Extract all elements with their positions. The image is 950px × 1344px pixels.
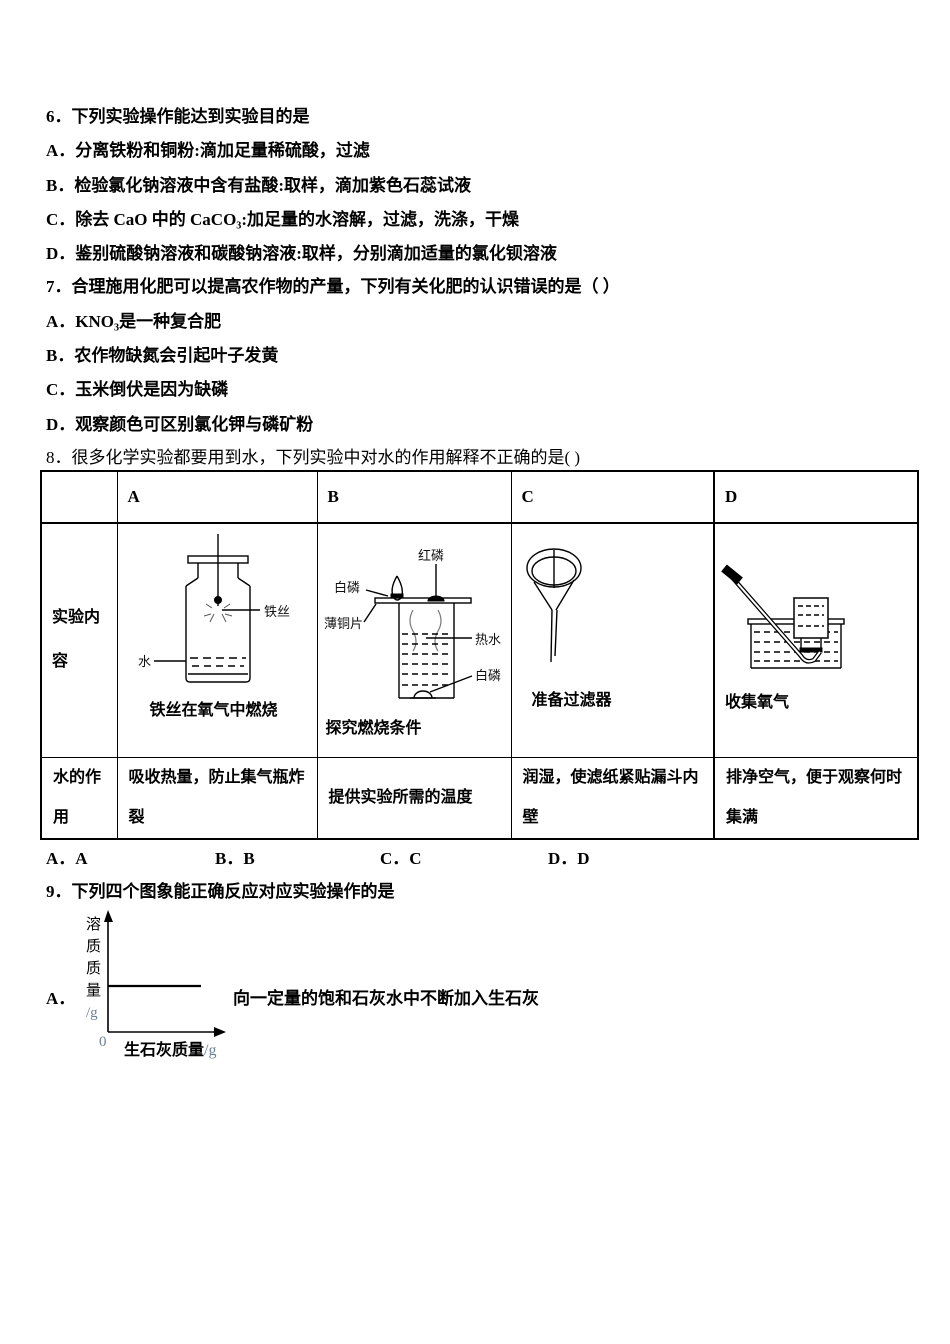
label-red-phosphorus: 红磷 [418, 548, 444, 564]
q8-answer-b: B．B [215, 849, 255, 868]
question-7-option-a: A．KNO₃是一种复合肥 [46, 312, 222, 331]
q8-cell-experiment-b: 红磷 白磷 薄铜片 [316, 522, 512, 758]
q8-table-corner-cell [40, 470, 118, 524]
q8-table-header-b: B [316, 470, 512, 524]
question-9-title: 9．下列四个图象能正确反应对应实验操作的是 [46, 882, 395, 901]
caption-a: 铁丝在氧气中燃烧 [149, 702, 278, 720]
q8-cell-experiment-c: 准备过滤器 [510, 522, 715, 758]
diagram-combustion-conditions-icon: 红磷 白磷 薄铜片 [324, 548, 501, 699]
q9-x-axis-label: 生石灰质量/g [124, 1036, 216, 1060]
q8-water-role-d: 排净空气，便于观察何时集满 [713, 756, 919, 840]
q8-answer-a: A．A [46, 849, 88, 868]
q8-table: A B C D 实验内容 [40, 470, 919, 840]
q9-x-axis-label-text: 生石灰质量 [124, 1042, 205, 1059]
diagram-iron-wire-burning-icon: 铁丝 水 [138, 534, 290, 683]
q8-water-role-c: 润湿，使滤纸紧贴漏斗内壁 [510, 756, 715, 840]
q8-table-header-a: A [116, 470, 318, 524]
caption-b: 探究燃烧条件 [325, 720, 422, 738]
q8-table-header-c: C [510, 470, 715, 524]
label-hot-water: 热水 [475, 633, 501, 648]
question-6-option-a: A．分离铁粉和铜粉:滴加足量稀硫酸，过滤 [46, 141, 370, 160]
question-6-option-b: B．检验氯化钠溶液中含有盐酸:取样，滴加紫色石蕊试液 [46, 176, 471, 195]
question-6-option-c: C．除去 CaO 中的 CaCO₃:加足量的水溶解，过滤，洗涤，干燥 [46, 210, 520, 229]
question-7-option-c: C．玉米倒伏是因为缺磷 [46, 380, 229, 399]
q8-cell-experiment-a: 铁丝 水 铁丝在氧气中燃烧 [116, 522, 318, 758]
diagram-funnel-icon [525, 548, 582, 663]
q8-row-label-water-role: 水的作用 [40, 756, 118, 840]
diagram-oxygen-collection-icon [721, 564, 845, 669]
q9-option-a-description: 向一定量的饱和石灰水中不断加入生石灰 [233, 989, 539, 1008]
q8-answer-c: C．C [380, 849, 422, 868]
q9-chart-axes [104, 910, 226, 1037]
question-8-title: 8．很多化学实验都要用到水，下列实验中对水的作用解释不正确的是( ) [46, 448, 581, 467]
q9-origin-label: 0 [99, 1034, 107, 1050]
caption-c: 准备过滤器 [531, 692, 612, 710]
q8-cell-experiment-d: 收集氧气 [713, 522, 919, 758]
label-white-phosphorus-top: 白磷 [334, 580, 360, 596]
question-6-title: 6．下列实验操作能达到实验目的是 [46, 107, 310, 126]
q8-water-role-a: 吸收热量，防止集气瓶炸裂 [116, 756, 318, 840]
q8-water-role-b: 提供实验所需的温度 [316, 756, 512, 840]
question-7-option-d: D．观察颜色可区别氯化钾与磷矿粉 [46, 415, 314, 434]
label-copper-sheet: 薄铜片 [324, 617, 363, 632]
q9-y-axis-unit: /g [86, 1005, 98, 1021]
label-white-phosphorus-bottom: 白磷 [475, 668, 501, 684]
q9-y-axis-label: 溶质质量 /g [86, 914, 104, 1024]
q8-table-header-d: D [713, 470, 919, 524]
question-7-option-b: B．农作物缺氮会引起叶子发黄 [46, 346, 279, 365]
question-7-title: 7．合理施用化肥可以提高农作物的产量，下列有关化肥的认识错误的是（ ） [46, 277, 620, 296]
caption-d: 收集氧气 [725, 694, 790, 712]
question-6-option-d: D．鉴别硫酸钠溶液和碳酸钠溶液:取样，分别滴加适量的氯化钡溶液 [46, 244, 557, 263]
q8-answer-d: D．D [548, 849, 590, 868]
q9-y-axis-label-text: 溶质质量 [86, 917, 102, 999]
q9-x-axis-unit: /g [204, 1042, 217, 1059]
label-water: 水 [138, 655, 151, 670]
q8-row-label-experiment-content: 实验内容 [40, 522, 118, 758]
q9-option-a-label: A． [46, 989, 76, 1008]
label-iron-wire: 铁丝 [264, 605, 290, 620]
